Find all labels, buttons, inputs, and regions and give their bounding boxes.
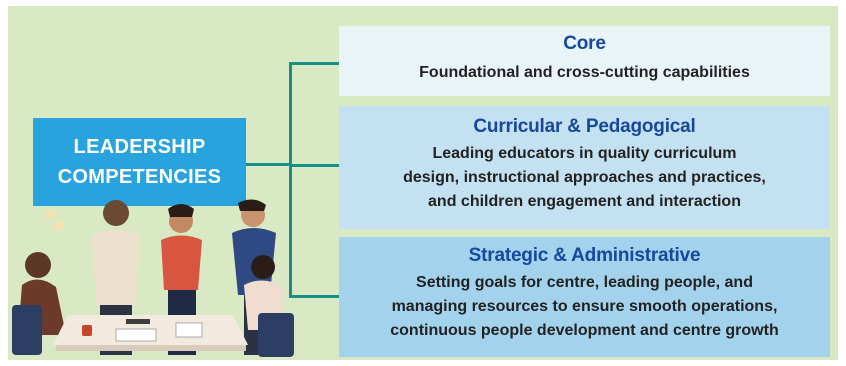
connector-branch-curricular — [289, 164, 339, 167]
competency-box-curricular: Curricular & Pedagogical Leading educato… — [339, 106, 830, 229]
description-line: design, instructional approaches and pra… — [403, 169, 766, 186]
competency-description: Leading educators in quality curriculum … — [339, 142, 830, 214]
competency-heading: Core — [563, 33, 606, 54]
description-line: and children engagement and interaction — [428, 193, 741, 210]
connector-branch-strategic — [289, 295, 339, 298]
description-line: continuous people development and centre… — [390, 322, 779, 339]
description-line: managing resources to ensure smooth oper… — [391, 298, 778, 315]
title-line-1: LEADERSHIP — [73, 136, 206, 158]
team-meeting-illustration — [12, 199, 294, 357]
competency-heading: Curricular & Pedagogical — [473, 116, 696, 137]
connector-branch-core — [289, 62, 339, 65]
competency-box-strategic: Strategic & Administrative Setting goals… — [339, 237, 830, 357]
title-line-2: COMPETENCIES — [57, 166, 222, 188]
competency-heading: Strategic & Administrative — [468, 245, 701, 266]
competency-box-core: Core Foundational and cross-cutting capa… — [339, 26, 830, 96]
description-line: Setting goals for centre, leading people… — [416, 274, 753, 291]
description-line: Foundational and cross-cutting capabilit… — [419, 64, 750, 81]
competency-description: Foundational and cross-cutting capabilit… — [339, 61, 830, 85]
leadership-competencies-title: LEADERSHIP COMPETENCIES — [33, 118, 246, 206]
connector-stem — [246, 163, 290, 166]
connector-trunk — [289, 63, 292, 297]
description-line: Leading educators in quality curriculum — [432, 145, 737, 162]
competency-description: Setting goals for centre, leading people… — [339, 271, 830, 343]
